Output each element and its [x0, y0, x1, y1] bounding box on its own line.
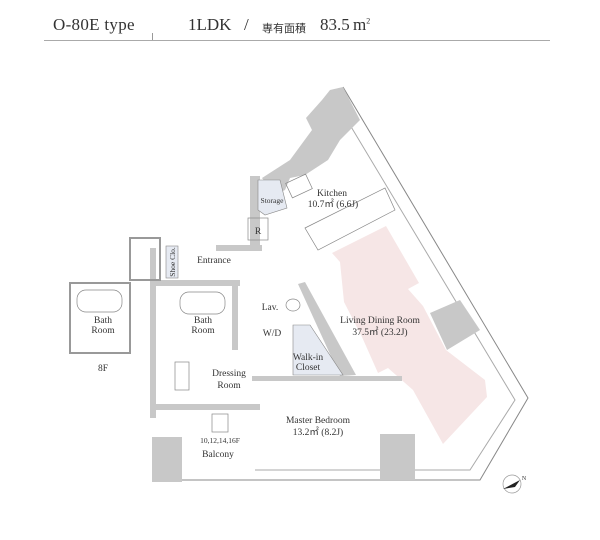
- lavatory-label: Lav.: [262, 303, 279, 313]
- bath-8f-label-2: Room: [91, 326, 115, 336]
- elevator-box: [129, 237, 161, 281]
- area-value: 83.5: [320, 15, 350, 34]
- area-unit-text: m: [353, 15, 367, 34]
- unit-type: O-80E type: [53, 15, 135, 34]
- ldk-highlight: [332, 226, 487, 444]
- pillar-balcony: [152, 437, 182, 482]
- living-dining-label: Living Dining Room: [340, 316, 420, 326]
- balcony-floors: 10,12,14,16F: [200, 436, 240, 445]
- bath-label-2: Room: [191, 326, 215, 336]
- bath-8f-floor: 8F: [98, 364, 108, 374]
- living-dining-size: 37.5㎡ (23.2J): [352, 327, 407, 338]
- slash: /: [244, 15, 249, 34]
- master-bedroom-size: 13.2㎡ (8.2J): [293, 427, 343, 438]
- washer-dryer-label: W/D: [263, 329, 282, 339]
- bath-8f-label-1: Bath: [94, 316, 112, 326]
- divider: [152, 33, 153, 41]
- header-rule: [44, 40, 550, 41]
- stove: [285, 173, 313, 199]
- pillar-right: [430, 300, 480, 350]
- bath-8f-walls: [69, 282, 131, 354]
- bathtub: [179, 291, 226, 315]
- walk-in-closet-label-1: Walk-in: [293, 353, 324, 363]
- layout-type: 1LDK: [188, 15, 232, 34]
- dressing-label-2: Room: [217, 381, 241, 391]
- interior-window-line: [255, 99, 516, 471]
- outdoor-unit: [211, 413, 229, 433]
- walk-in-closet-label-2: Closet: [296, 363, 321, 373]
- exterior-window-line: [170, 86, 529, 481]
- bathtub-8f: [76, 289, 123, 313]
- kitchen-label: Kitchen: [317, 189, 347, 199]
- kitchen-size: 10.7㎡ (6.6J): [308, 199, 358, 210]
- refrigerator-label: R: [255, 227, 262, 237]
- master-bedroom-label: Master Bedroom: [286, 416, 351, 426]
- kitchen-island: [304, 187, 396, 251]
- washbasin-dressing: [174, 361, 190, 391]
- compass-icon: N: [502, 474, 527, 494]
- storage-label: Storage: [261, 196, 285, 205]
- area-unit-sup: 2: [366, 16, 371, 26]
- dressing-label-1: Dressing: [212, 369, 246, 379]
- storage-area: [257, 179, 288, 216]
- shoe-closet-label: Shoe Clo.: [168, 247, 177, 277]
- compass-north-label: N: [522, 476, 527, 482]
- area-unit: m2: [353, 15, 370, 35]
- pillar-bottom: [380, 434, 415, 480]
- refrigerator-box: [247, 217, 269, 241]
- interior-walls: [150, 176, 402, 418]
- entrance-label: Entrance: [197, 256, 231, 266]
- bath-label-1: Bath: [194, 316, 212, 326]
- shoe-closet-box: [165, 245, 179, 279]
- balcony-label: Balcony: [202, 450, 234, 460]
- area-label: 専有面積: [262, 23, 306, 35]
- toilet: [285, 298, 301, 312]
- plan-header: O-80E type 1LDK / 専有面積 83.5 m2: [0, 0, 600, 46]
- walk-in-closet-area: [292, 324, 344, 376]
- wall-top: [262, 87, 360, 195]
